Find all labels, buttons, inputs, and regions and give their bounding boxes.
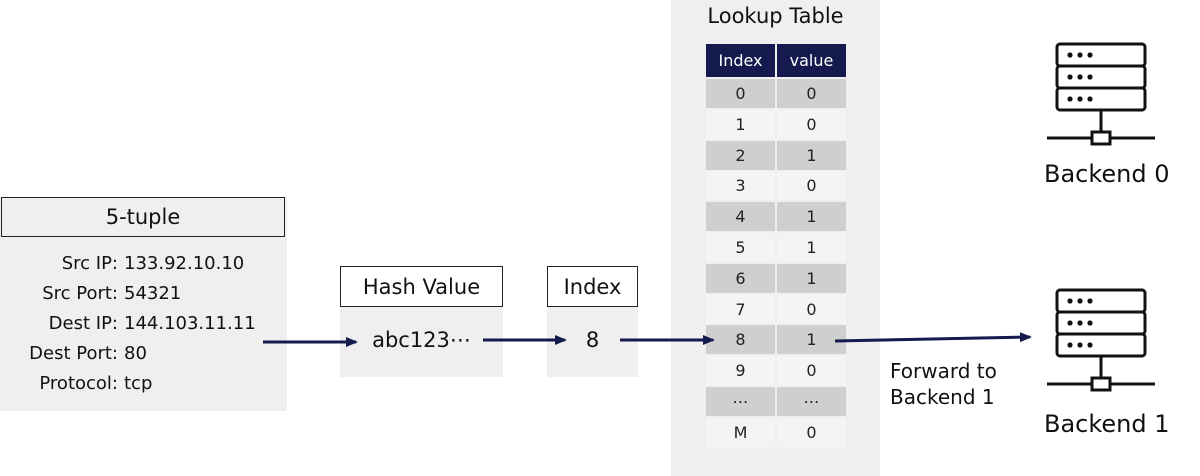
- dest-ip-value: 144.103.11.11: [124, 313, 256, 334]
- protocol-value: tcp: [124, 373, 153, 394]
- lookup-cell-value: 1: [777, 264, 846, 293]
- lookup-cell-value: 0: [777, 110, 846, 139]
- lookup-cell-index: 7: [706, 295, 775, 324]
- server-icon: [1047, 288, 1155, 392]
- forward-text-line1: Forward to: [890, 359, 997, 383]
- lookup-cell-index: 8: [706, 325, 775, 354]
- lookup-cell-value: 1: [777, 202, 846, 231]
- lookup-cell-index: 9: [706, 356, 775, 385]
- lookup-cell-value: 1: [777, 325, 846, 354]
- lookup-cell-value: 0: [777, 171, 846, 200]
- src-ip-value: 133.92.10.10: [124, 253, 245, 274]
- lookup-cell-index: 2: [706, 141, 775, 170]
- dest-ip-label: Dest IP:: [48, 313, 118, 334]
- lookup-cell-index: M: [706, 418, 775, 447]
- hash-value-title: Hash Value: [340, 266, 503, 307]
- dest-port-value: 80: [124, 343, 147, 364]
- lookup-cell-value: ⋯: [777, 387, 846, 416]
- lookup-cell-value: 0: [777, 79, 846, 108]
- lookup-cell-value: 0: [777, 356, 846, 385]
- src-ip-label: Src IP:: [61, 253, 118, 274]
- forward-text: Forward to Backend 1: [890, 358, 997, 410]
- lookup-cell-index: 5: [706, 233, 775, 262]
- forward-text-line2: Backend 1: [890, 385, 995, 409]
- lookup-cell-index: ⋯: [706, 387, 775, 416]
- lookup-cell-value: 0: [777, 418, 846, 447]
- lookup-cell-value: 1: [777, 233, 846, 262]
- backend-0-label: Backend 0: [1044, 160, 1170, 188]
- arrow-table-to-backend: [834, 332, 1032, 343]
- src-port-value: 54321: [124, 283, 182, 304]
- lookup-cell-value: 0: [777, 295, 846, 324]
- backend-1-label: Backend 1: [1044, 410, 1170, 438]
- lookup-cell-index: 3: [706, 171, 775, 200]
- lookup-cell-index: 0: [706, 79, 775, 108]
- lookup-cell-value: 1: [777, 141, 846, 170]
- index-value: 8: [585, 328, 600, 352]
- index-title: Index: [547, 266, 638, 307]
- lookup-cell-index: 1: [706, 110, 775, 139]
- lookup-table-title: Lookup Table: [707, 4, 844, 28]
- lookup-header-index: Index: [706, 44, 775, 77]
- dest-port-label: Dest Port:: [29, 343, 118, 364]
- five-tuple-title: 5-tuple: [1, 197, 285, 237]
- lookup-header-value: value: [777, 44, 846, 77]
- src-port-label: Src Port:: [42, 283, 118, 304]
- protocol-label: Protocol:: [39, 373, 118, 394]
- hash-value-text: abc123⋯: [372, 328, 471, 352]
- lookup-cell-index: 4: [706, 202, 775, 231]
- server-icon: [1047, 42, 1155, 146]
- lookup-cell-index: 6: [706, 264, 775, 293]
